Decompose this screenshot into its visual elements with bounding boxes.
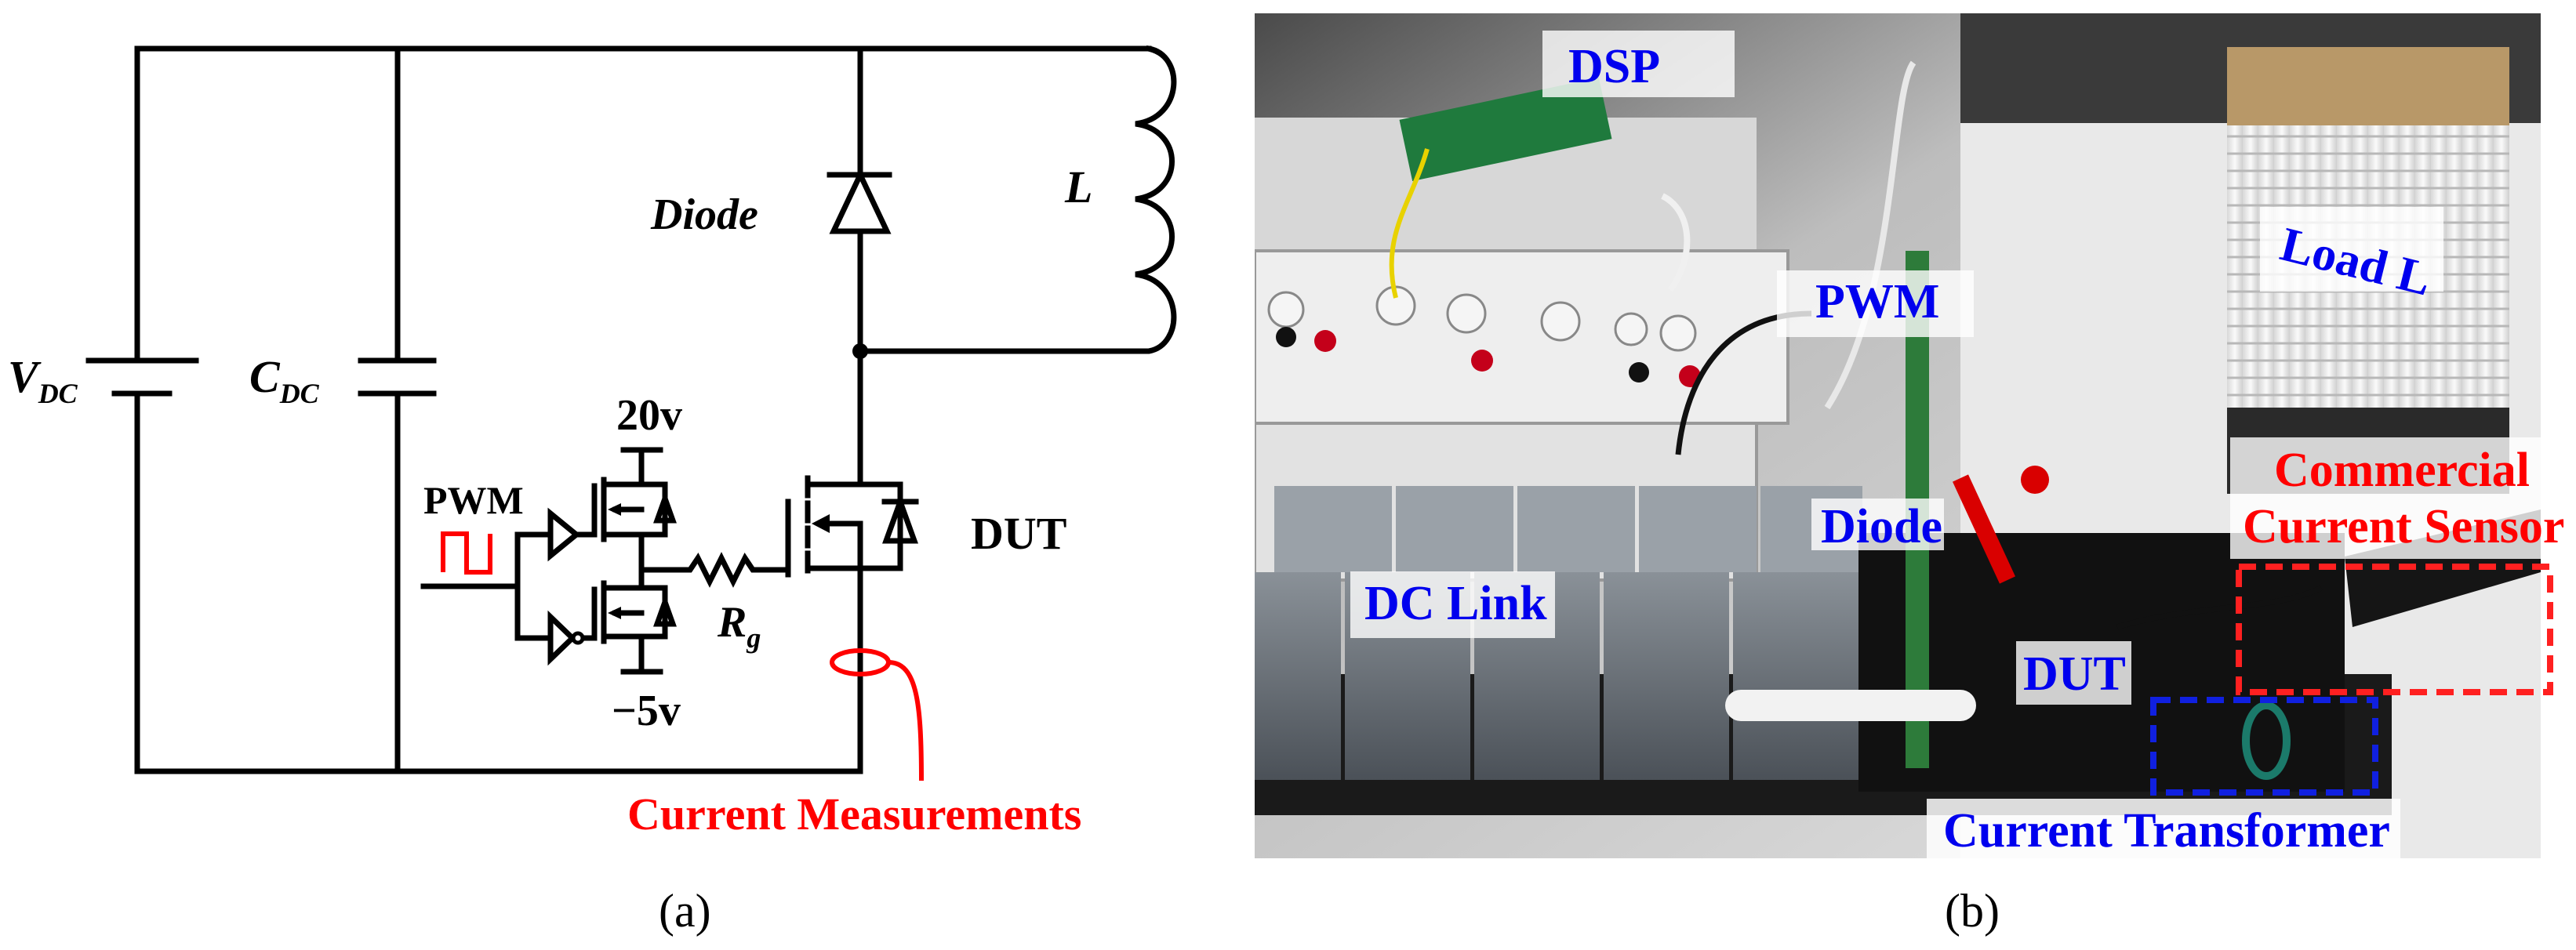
- gate-driver-icon: [420, 447, 677, 675]
- current-transformer-label: Current Transformer: [1943, 804, 2390, 858]
- diode-label: Diode: [650, 190, 758, 239]
- pwm-label: PWM: [423, 478, 524, 522]
- vdc-label: VDC: [8, 351, 78, 409]
- dut-mosfet-icon: [785, 475, 919, 774]
- current-transformer: [2242, 702, 2291, 780]
- current-measurements-label: Current Measurements: [627, 789, 1081, 839]
- pwm-waveform-icon: [441, 531, 492, 575]
- dut-photo-label: DUT: [2023, 647, 2126, 701]
- junction-dot: [852, 343, 868, 359]
- cdc-label: CDC: [249, 351, 320, 409]
- diode-icon: [827, 168, 892, 234]
- commercial-sensor-label-line2: Current Sensor: [2243, 500, 2564, 553]
- current-transformer-highlight-box: [2150, 697, 2378, 796]
- v-pos-label: 20v: [616, 391, 682, 440]
- rg-label: Rg: [717, 598, 761, 654]
- caption-a: (a): [659, 885, 711, 937]
- dc-link-label: DC Link: [1364, 577, 1547, 630]
- dsp-board: [1399, 77, 1612, 182]
- commercial-sensor-label-line1: Commercial: [2274, 444, 2530, 497]
- gate-resistor-icon: [638, 552, 791, 588]
- circuit-schematic: VDC CDC Diode L DUT Rg: [8, 45, 1177, 937]
- caption-b: (b): [1945, 885, 2000, 937]
- dut-label: DUT: [971, 508, 1066, 559]
- dsp-label: DSP: [1568, 40, 1660, 93]
- capacitor-icon: [358, 357, 437, 397]
- pwm-photo-label: PWM: [1815, 275, 1939, 328]
- diode-photo-label: Diode: [1821, 500, 1942, 553]
- inductor-icon: [857, 45, 1177, 354]
- photo-labels: DSP PWM Load L Commercial Current Sensor…: [1350, 31, 2564, 858]
- v-neg-label: −5v: [612, 687, 681, 735]
- vdc-battery-icon: [85, 357, 199, 397]
- inductor-label: L: [1064, 161, 1092, 212]
- probe-lead: [888, 660, 924, 781]
- commercial-sensor-highlight-box: [2236, 564, 2553, 695]
- test-setup-photo: DSP PWM Load L Commercial Current Sensor…: [1255, 13, 2564, 937]
